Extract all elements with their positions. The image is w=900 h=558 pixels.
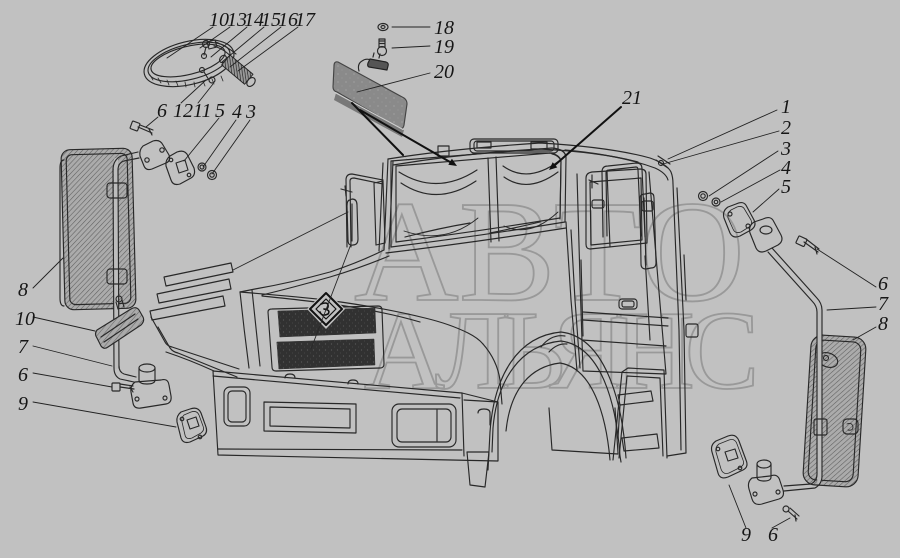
svg-text:7: 7: [878, 293, 889, 315]
svg-text:13: 13: [227, 9, 247, 31]
svg-text:8: 8: [18, 279, 28, 301]
svg-text:12: 12: [173, 100, 193, 122]
svg-text:6: 6: [18, 364, 28, 386]
svg-text:3: 3: [245, 101, 256, 123]
svg-text:14: 14: [244, 9, 264, 31]
svg-text:11: 11: [193, 100, 212, 122]
svg-text:10: 10: [15, 308, 35, 330]
svg-text:10: 10: [209, 9, 229, 31]
svg-text:19: 19: [434, 36, 454, 58]
svg-text:АЛЬЯНС: АЛЬЯНС: [364, 289, 754, 413]
svg-text:6: 6: [878, 273, 888, 295]
svg-text:8: 8: [878, 313, 888, 335]
svg-text:15: 15: [261, 9, 281, 31]
svg-text:6: 6: [157, 100, 167, 122]
svg-text:5: 5: [215, 100, 225, 122]
svg-text:20: 20: [434, 61, 454, 83]
svg-text:5: 5: [781, 176, 791, 198]
svg-text:2: 2: [781, 117, 791, 139]
svg-text:3: 3: [780, 138, 791, 160]
svg-text:17: 17: [295, 9, 316, 31]
svg-text:1: 1: [781, 96, 791, 118]
svg-text:16: 16: [278, 9, 298, 31]
svg-text:4: 4: [781, 157, 791, 179]
svg-text:7: 7: [18, 336, 29, 358]
svg-text:6: 6: [768, 524, 778, 546]
svg-text:9: 9: [741, 524, 751, 546]
svg-text:18: 18: [434, 17, 454, 39]
svg-text:4: 4: [232, 101, 242, 123]
svg-text:21: 21: [622, 87, 642, 109]
svg-text:9: 9: [18, 393, 28, 415]
